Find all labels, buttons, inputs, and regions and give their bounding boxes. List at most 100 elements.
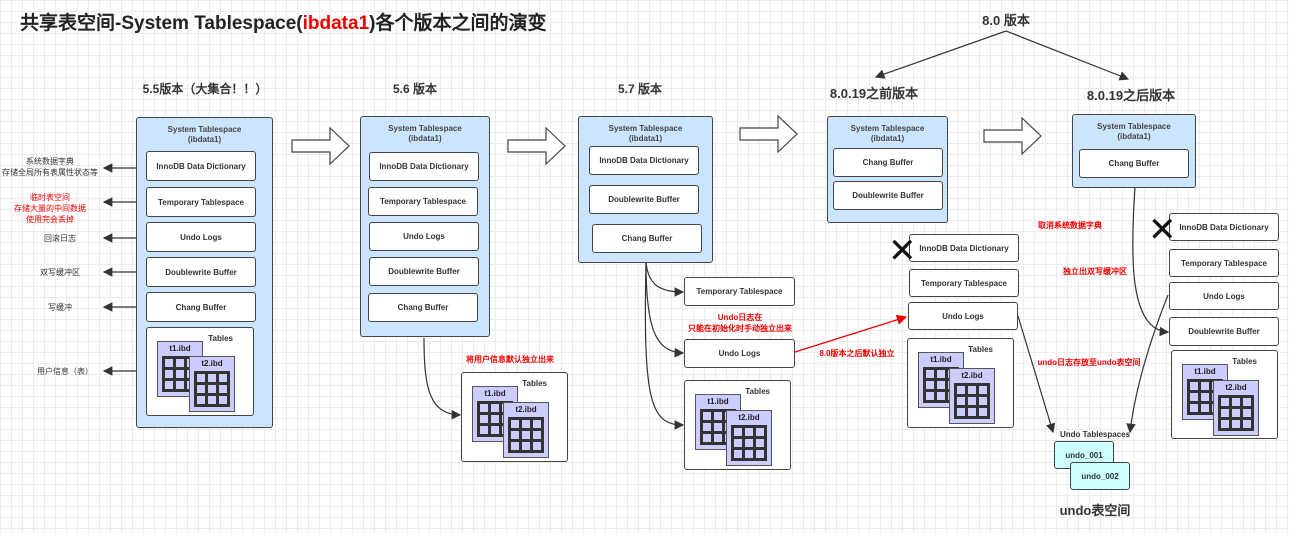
block-change-buffer: Chang Buffer bbox=[592, 224, 702, 253]
header-line: (ibdata1) bbox=[187, 135, 222, 144]
note-line: 临时表空间 bbox=[30, 193, 70, 202]
note-doublewrite: 双写缓冲区 bbox=[40, 268, 80, 277]
note-temporary: 临时表空间 存储大量的中间数据 使用完会丢掉 bbox=[2, 192, 98, 225]
header-line: (ibdata1) bbox=[870, 134, 905, 143]
header-line: System Tablespace bbox=[608, 124, 683, 133]
version-arrow-1 bbox=[291, 126, 350, 166]
external-temporary-tablespace: Temporary Tablespace bbox=[909, 269, 1019, 297]
title-highlight: ibdata1 bbox=[302, 13, 370, 34]
ibd-name: t1.ibd bbox=[169, 344, 191, 353]
connector-57-undo bbox=[645, 261, 685, 358]
connector-57-temp bbox=[645, 261, 685, 297]
ibd-name: t1.ibd bbox=[930, 355, 952, 364]
note-undo-manual: Undo日志在 只能在初始化时手动独立出来 bbox=[680, 312, 800, 334]
ibd-name: t1.ibd bbox=[1194, 367, 1216, 376]
block-temporary-tablespace: Temporary Tablespace bbox=[368, 187, 478, 216]
undo-file-002: undo_002 bbox=[1070, 462, 1130, 490]
note-undo: 回滚日志 bbox=[44, 234, 76, 243]
title-suffix: )各个版本之间的演变 bbox=[369, 13, 547, 34]
block-change-buffer: Chang Buffer bbox=[368, 293, 478, 322]
note-change-buffer: 写缓冲 bbox=[48, 303, 72, 312]
external-data-dictionary-removed: InnoDB Data Dictionary bbox=[909, 234, 1019, 262]
connector-57-tables bbox=[644, 261, 685, 430]
ibd-name: t2.ibd bbox=[961, 371, 983, 380]
red-arrow-undo bbox=[794, 314, 908, 353]
table-grid-icon bbox=[954, 383, 990, 419]
header-line: System Tablespace bbox=[850, 124, 925, 133]
system-tablespace-header: System Tablespace (ibdata1) bbox=[361, 124, 489, 144]
block-doublewrite-buffer: Doublewrite Buffer bbox=[833, 181, 943, 210]
tables-label: Tables bbox=[968, 345, 993, 354]
removed-x-icon: ✕ bbox=[1148, 211, 1177, 249]
note-undo-to-tablespace: undo日志存放至undo表空间 bbox=[1037, 358, 1141, 367]
tables-box: Tables t1.ibd t2.ibd bbox=[146, 327, 254, 416]
ibd-name: t2.ibd bbox=[515, 405, 537, 414]
system-tablespace-56: System Tablespace (ibdata1) InnoDB Data … bbox=[360, 116, 490, 337]
version-label-55: 5.5版本（大集合！！） bbox=[142, 82, 268, 96]
ibd-file-t2: t2.ibd bbox=[726, 410, 772, 466]
note-line: 系统数据字典 bbox=[26, 157, 74, 166]
undo-tablespaces-label: Undo Tablespaces bbox=[1059, 430, 1131, 439]
block-data-dictionary: InnoDB Data Dictionary bbox=[146, 151, 256, 181]
note-line: Undo日志在 bbox=[717, 313, 763, 322]
system-tablespace-8019-after: System Tablespace (ibdata1) Chang Buffer bbox=[1072, 114, 1196, 188]
table-grid-icon bbox=[1218, 395, 1254, 431]
table-grid-icon bbox=[194, 371, 230, 407]
block-doublewrite-buffer: Doublewrite Buffer bbox=[146, 257, 256, 287]
note-default-independent: 8.0版本之后默认独立 bbox=[819, 349, 895, 358]
ibd-file-t2: t2.ibd bbox=[503, 402, 549, 458]
version-label-57: 5.7 版本 bbox=[617, 82, 663, 96]
ibd-file-t2: t2.ibd bbox=[1213, 380, 1259, 436]
note-user-tables-independent: 将用户信息默认独立出来 bbox=[466, 355, 554, 364]
block-undo-logs: Undo Logs bbox=[369, 222, 479, 251]
block-data-dictionary: InnoDB Data Dictionary bbox=[369, 152, 479, 181]
ibd-name: t2.ibd bbox=[738, 413, 760, 422]
external-undo-logs: Undo Logs bbox=[1169, 282, 1279, 310]
version-label-80: 8.0 版本 bbox=[982, 13, 1030, 28]
external-temporary-tablespace: Temporary Tablespace bbox=[1169, 249, 1279, 277]
tables-label: Tables bbox=[745, 387, 770, 396]
version-arrow-3 bbox=[739, 114, 798, 154]
tables-label: Tables bbox=[208, 334, 233, 343]
tables-box-8019-after: Tables t1.ibd t2.ibd bbox=[1171, 350, 1278, 439]
header-line: (ibdata1) bbox=[408, 134, 442, 143]
tables-box-56: Tables t1.ibd t2.ibd bbox=[461, 372, 568, 462]
title-prefix: 共享表空间-System Tablespace( bbox=[20, 13, 303, 34]
removed-x-icon: ✕ bbox=[888, 232, 917, 270]
version-arrow-4 bbox=[983, 116, 1042, 156]
branch-line-before bbox=[874, 30, 1007, 79]
tables-box-57: Tables t1.ibd t2.ibd bbox=[684, 380, 791, 470]
block-change-buffer: Chang Buffer bbox=[833, 148, 943, 177]
block-undo-logs: Undo Logs bbox=[146, 222, 256, 252]
block-data-dictionary: InnoDB Data Dictionary bbox=[589, 146, 699, 175]
note-doublewrite-independent: 独立出双写缓冲区 bbox=[1063, 267, 1127, 276]
connector-undo-before-to-tablespaces bbox=[1017, 315, 1056, 434]
system-tablespace-header: System Tablespace (ibdata1) bbox=[828, 124, 947, 144]
connector-56-tables bbox=[423, 337, 462, 420]
block-change-buffer: Chang Buffer bbox=[1079, 149, 1189, 178]
version-label-56: 5.6 版本 bbox=[392, 82, 438, 96]
note-line: 存储大量的中间数据 bbox=[14, 204, 86, 213]
branch-line-after bbox=[1005, 30, 1130, 81]
external-doublewrite-buffer: Doublewrite Buffer bbox=[1169, 317, 1279, 346]
note-line: 存储全局所有表属性状态等 bbox=[2, 168, 98, 177]
external-temporary-tablespace-57: Temporary Tablespace bbox=[684, 277, 795, 306]
tables-box-8019-before: Tables t1.ibd t2.ibd bbox=[907, 338, 1014, 428]
external-data-dictionary-removed: InnoDB Data Dictionary bbox=[1169, 213, 1279, 241]
tables-label: Tables bbox=[1232, 357, 1257, 366]
block-change-buffer: Chang Buffer bbox=[146, 292, 256, 322]
ibd-name: t2.ibd bbox=[201, 359, 223, 368]
table-grid-icon bbox=[508, 417, 544, 453]
note-remove-dictionary: 取消系统数据字典 bbox=[1038, 221, 1102, 230]
external-undo-logs: Undo Logs bbox=[908, 302, 1018, 330]
header-line: System Tablespace bbox=[167, 125, 242, 134]
table-grid-icon bbox=[731, 425, 767, 461]
system-tablespace-57: System Tablespace (ibdata1) InnoDB Data … bbox=[578, 116, 713, 263]
connector-after-doublewrite bbox=[1132, 187, 1170, 337]
block-doublewrite-buffer: Doublewrite Buffer bbox=[369, 257, 479, 286]
system-tablespace-header: System Tablespace (ibdata1) bbox=[137, 125, 272, 145]
note-user-tables: 用户信息（表） bbox=[37, 367, 93, 376]
version-arrow-2 bbox=[507, 126, 566, 166]
header-line: System Tablespace bbox=[1097, 122, 1171, 131]
